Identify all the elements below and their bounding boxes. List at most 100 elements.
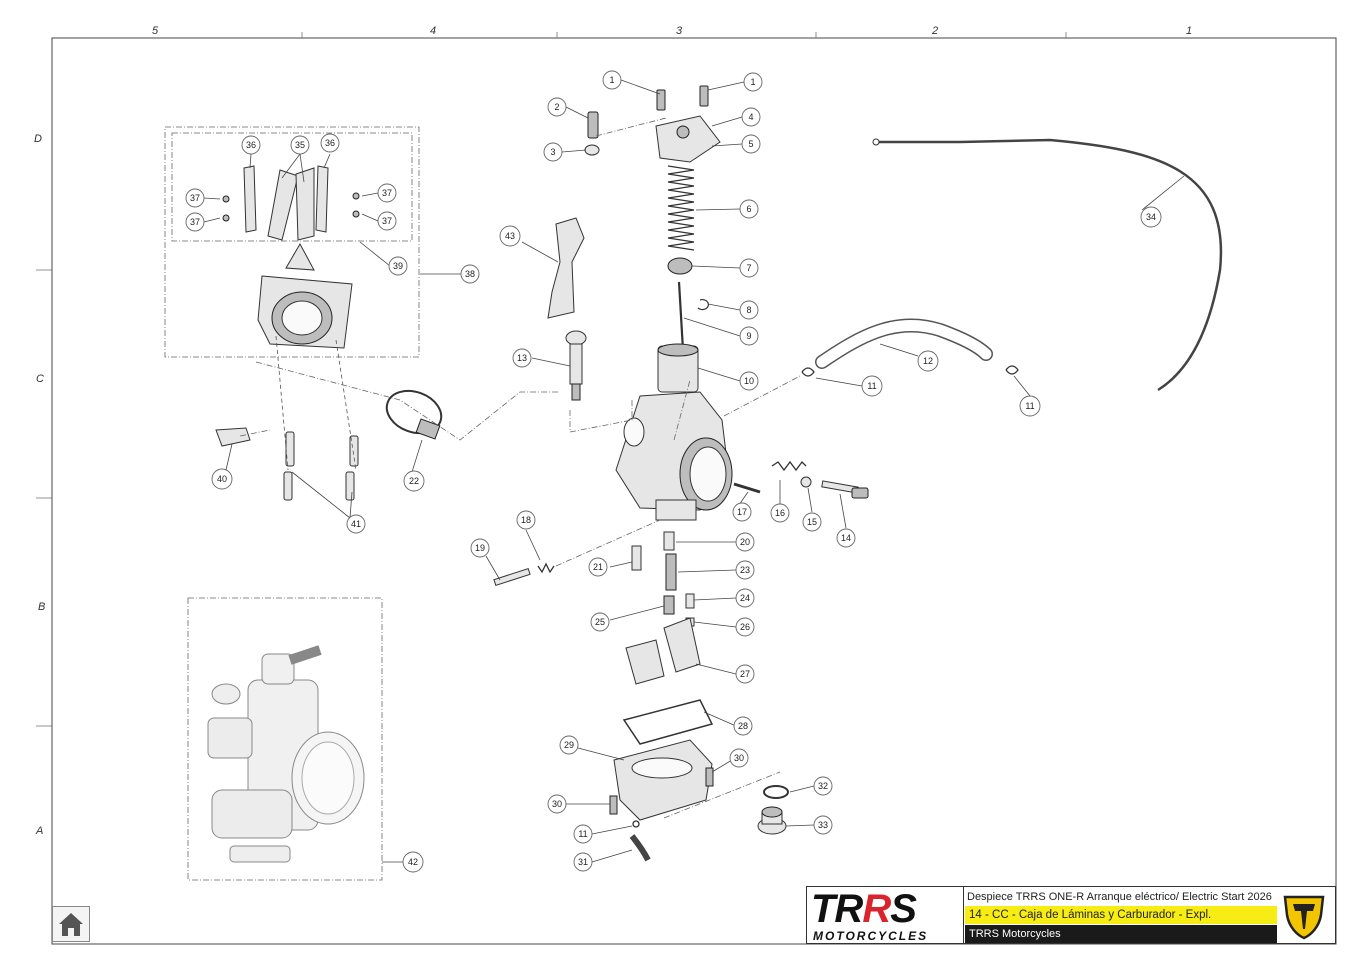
callout-29: 29 — [559, 735, 579, 755]
row-label: C — [36, 373, 44, 385]
svg-text:20: 20 — [740, 537, 750, 547]
choke-lever-drawing — [547, 217, 585, 319]
callout-9: 9 — [739, 326, 759, 346]
callout-20: 20 — [735, 532, 755, 552]
callout-8: 8 — [739, 300, 759, 320]
svg-text:2: 2 — [554, 102, 559, 112]
svg-text:8: 8 — [746, 305, 751, 315]
assembled-view-box — [187, 597, 383, 881]
logo-subtitle: MOTORCYCLES — [813, 929, 929, 943]
svg-text:13: 13 — [517, 353, 527, 363]
svg-text:23: 23 — [740, 565, 750, 575]
assembly-lines-center — [555, 117, 801, 819]
svg-text:36: 36 — [325, 138, 335, 148]
shield-logo-icon — [1283, 895, 1325, 940]
callout-37: 37 — [185, 212, 205, 232]
svg-text:37: 37 — [190, 217, 200, 227]
drawing-border — [51, 37, 1337, 945]
svg-text:28: 28 — [738, 721, 748, 731]
callout-40: 40 — [211, 468, 233, 490]
svg-text:18: 18 — [521, 515, 531, 525]
callouts: 1 1 2 3 4 5 6 7 8 9 10 11 11 11 12 13 14… — [185, 70, 1162, 873]
home-icon — [59, 913, 83, 936]
callout-37: 37 — [377, 183, 397, 203]
svg-text:33: 33 — [818, 820, 828, 830]
callout-24: 24 — [735, 588, 755, 608]
company-name: TRRS Motorcycles — [965, 925, 1277, 943]
callout-38: 38 — [460, 264, 480, 284]
svg-text:43: 43 — [505, 231, 515, 241]
callout-28: 28 — [733, 716, 753, 736]
callout-22: 22 — [403, 470, 425, 492]
callout-26: 26 — [735, 617, 755, 637]
callout-12: 12 — [917, 350, 939, 372]
callout-11: 11 — [1019, 395, 1041, 417]
callout-36: 36 — [320, 133, 340, 153]
float-bowl-drawing — [613, 739, 713, 821]
svg-text:30: 30 — [734, 753, 744, 763]
callout-1: 1 — [743, 72, 763, 92]
callout-42: 42 — [402, 851, 424, 873]
svg-text:4: 4 — [748, 112, 753, 122]
svg-text:37: 37 — [190, 193, 200, 203]
column-label: 5 — [152, 25, 159, 37]
callout-37: 37 — [185, 188, 205, 208]
svg-text:12: 12 — [923, 356, 933, 366]
callout-10: 10 — [739, 371, 759, 391]
svg-text:5: 5 — [748, 139, 753, 149]
assembly-lines-left — [239, 335, 560, 471]
section-title: 14 - CC - Caja de Láminas y Carburador -… — [965, 906, 1277, 924]
svg-text:14: 14 — [841, 533, 851, 543]
pilot-screw-drawing — [493, 562, 555, 587]
svg-text:37: 37 — [382, 216, 392, 226]
bolts-drawing — [283, 431, 359, 501]
svg-text:7: 7 — [746, 263, 751, 273]
svg-text:37: 37 — [382, 188, 392, 198]
callout-3: 3 — [543, 142, 563, 162]
svg-text:19: 19 — [475, 543, 485, 553]
bowl-gasket-drawing — [622, 699, 714, 745]
callout-41: 41 — [346, 514, 366, 534]
svg-text:10: 10 — [744, 376, 754, 386]
idle-screw-drawing — [565, 330, 587, 401]
column-label: 1 — [1186, 25, 1192, 37]
svg-text:16: 16 — [775, 508, 785, 518]
callout-31: 31 — [573, 852, 593, 872]
svg-text:24: 24 — [740, 593, 750, 603]
callout-2: 2 — [547, 97, 567, 117]
svg-text:30: 30 — [552, 799, 562, 809]
assembled-carburetor-drawing — [207, 645, 365, 863]
callout-27: 27 — [735, 664, 755, 684]
carburetor-top-drawing — [584, 85, 721, 393]
air-screw-drawing — [733, 460, 869, 499]
svg-text:3: 3 — [550, 147, 555, 157]
drain-plug-drawing — [757, 806, 787, 835]
bowl-screw-drawing — [609, 795, 618, 815]
bracket-drawing — [215, 427, 251, 447]
document-title: Despiece TRRS ONE-R Arranque eléctrico/ … — [967, 891, 1272, 903]
callout-6: 6 — [739, 199, 759, 219]
washer-drawing — [763, 785, 789, 799]
callout-37: 37 — [377, 211, 397, 231]
logo-wordmark: TRRS — [811, 887, 917, 931]
svg-text:25: 25 — [595, 617, 605, 627]
home-button[interactable] — [52, 906, 90, 942]
callout-15: 15 — [802, 512, 822, 532]
callout-1: 1 — [602, 70, 622, 90]
callout-21: 21 — [588, 557, 608, 577]
column-label: 3 — [676, 25, 683, 37]
callout-30: 30 — [547, 794, 567, 814]
callout-36: 36 — [241, 135, 261, 155]
callout-19: 19 — [470, 538, 490, 558]
svg-text:31: 31 — [578, 857, 588, 867]
callout-5: 5 — [741, 134, 761, 154]
leader-lines — [203, 79, 1185, 863]
callout-17: 17 — [732, 502, 752, 522]
svg-text:22: 22 — [409, 476, 419, 486]
zone-ticks — [36, 32, 1067, 727]
svg-text:1: 1 — [750, 77, 755, 87]
callout-25: 25 — [590, 612, 610, 632]
callout-4: 4 — [741, 107, 761, 127]
title-block: TRRS MOTORCYCLES Despiece TRRS ONE-R Arr… — [806, 886, 1336, 944]
